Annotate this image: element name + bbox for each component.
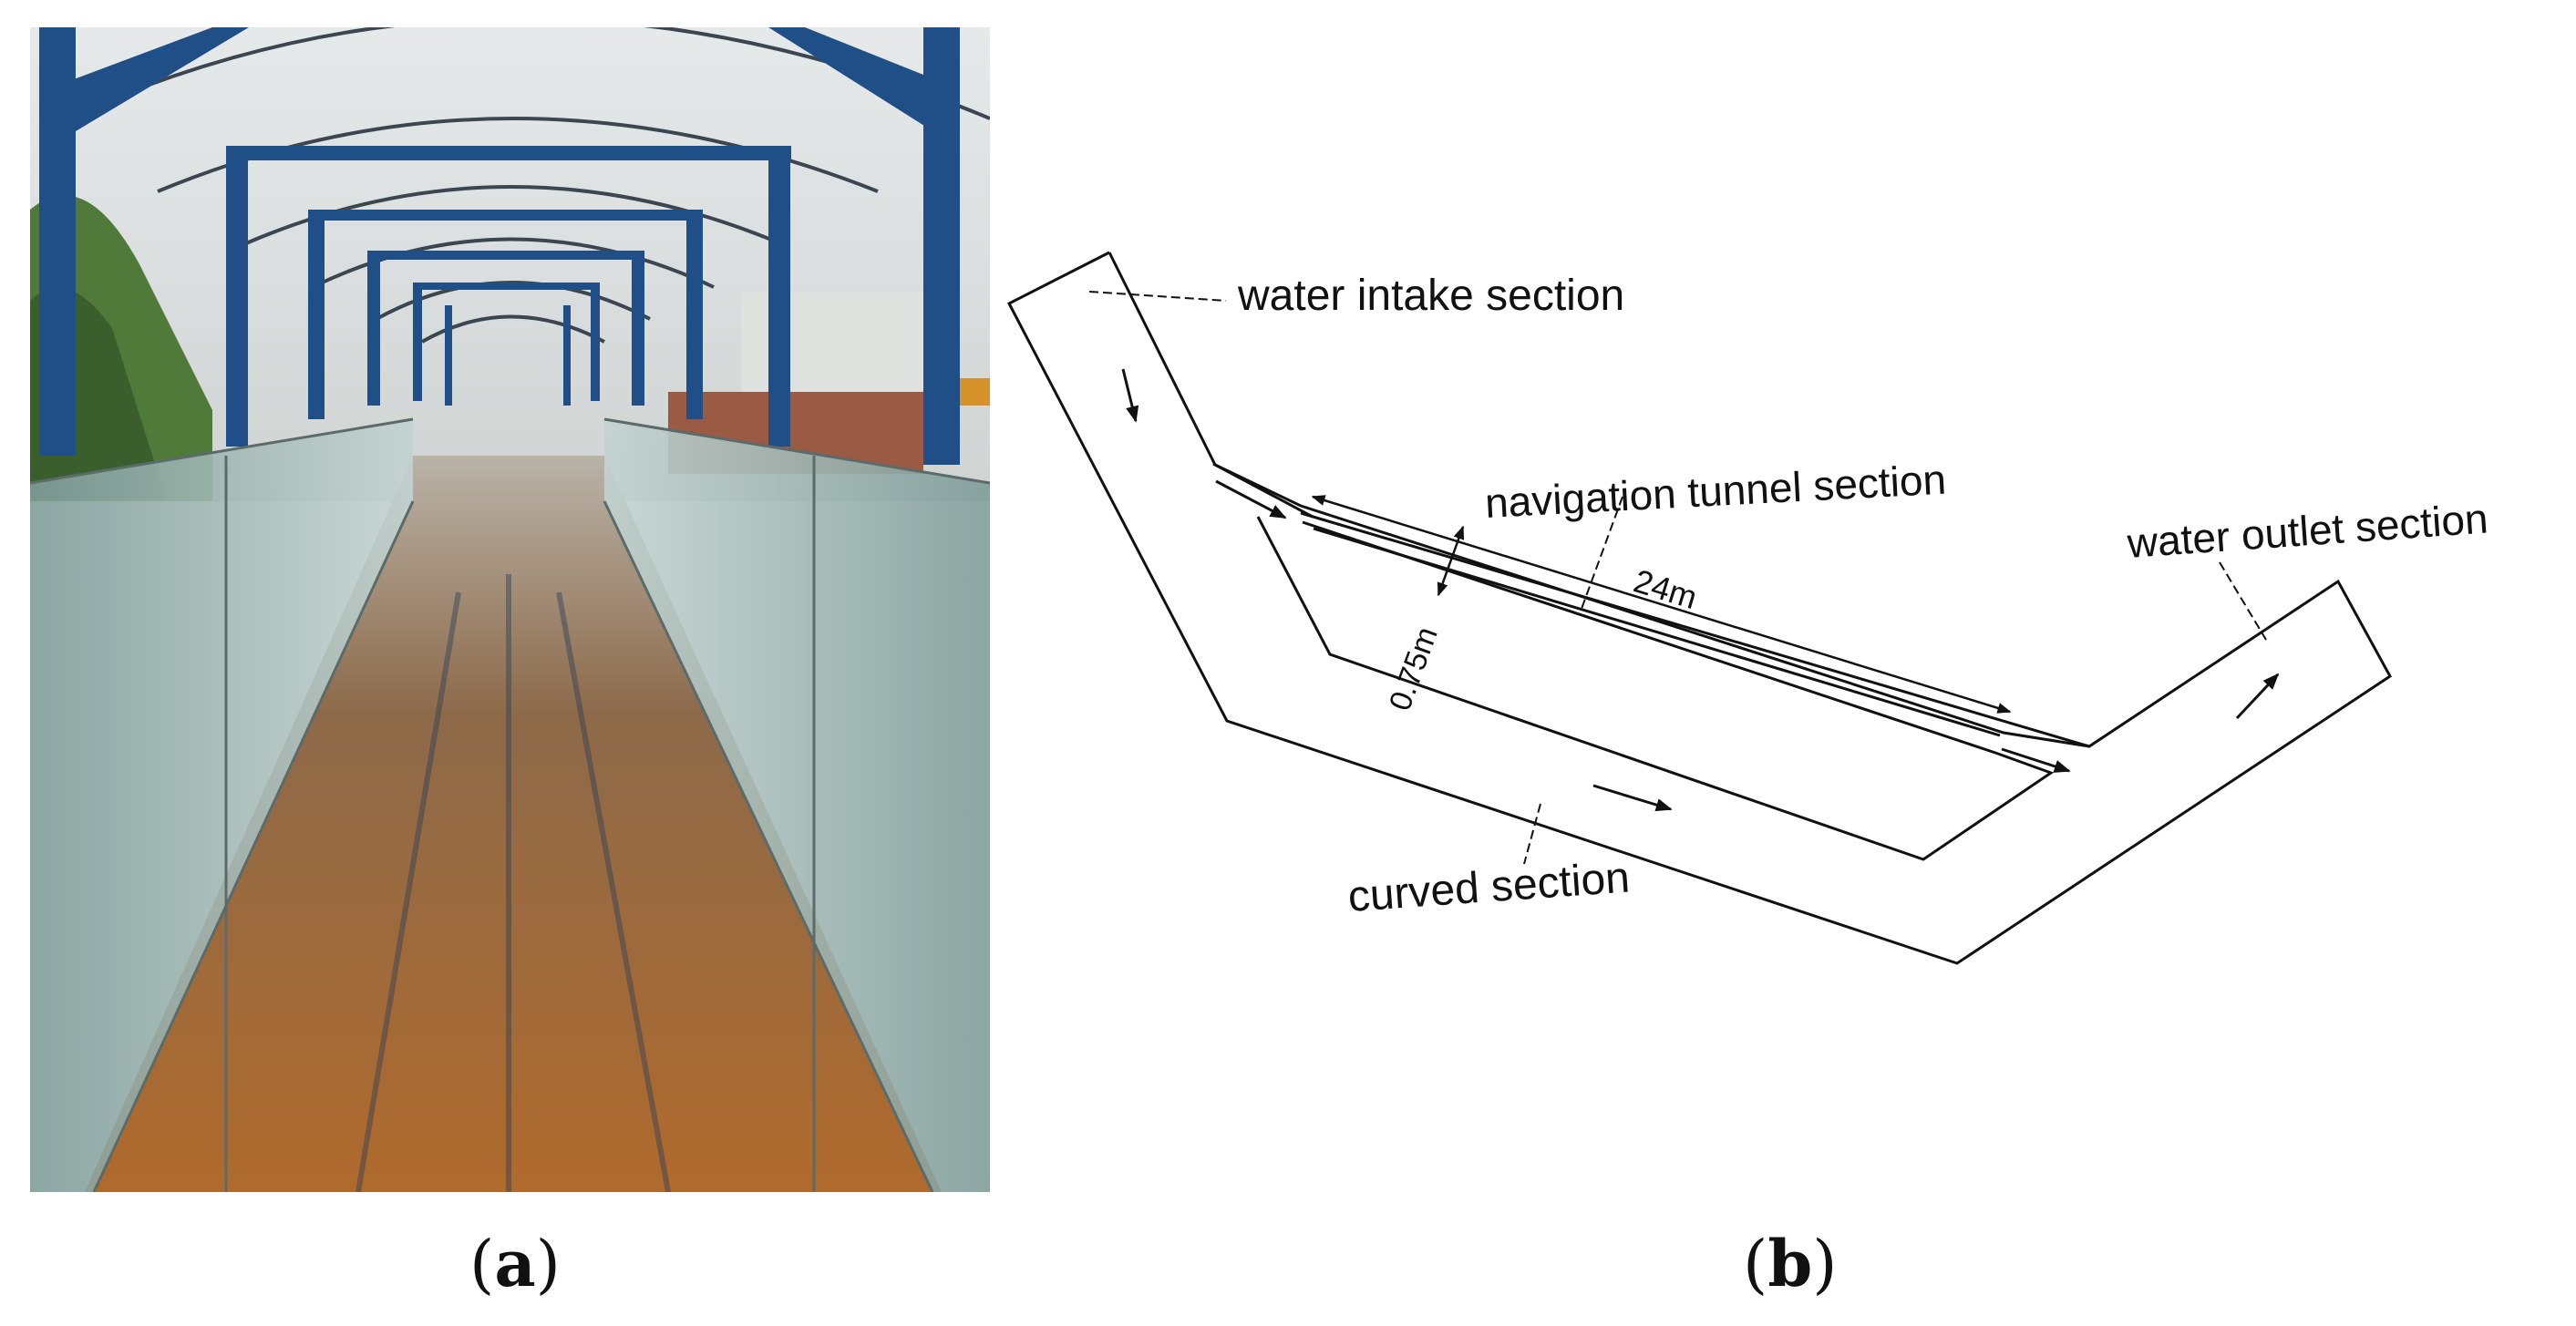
outer-channel-wall <box>1006 251 2392 965</box>
flow-arrow-outlet <box>2235 673 2280 720</box>
width-dimension-line <box>1437 525 1465 597</box>
flow-arrow-tunnel-exit <box>2001 747 2071 773</box>
label-water-intake: water intake section <box>1237 272 1624 320</box>
leader-water-outlet <box>2219 561 2267 641</box>
flume-schematic: water intake section navigation tunnel s… <box>1006 251 2489 965</box>
panel-label-a: (a) <box>469 1226 561 1301</box>
label-length-24m: 24m <box>1630 561 1702 616</box>
label-navigation-tunnel: navigation tunnel section <box>1484 456 1947 527</box>
glass-wall-left <box>30 419 413 1192</box>
steel-frame <box>39 27 960 465</box>
flume-photo <box>30 27 990 1192</box>
leader-curved <box>1523 803 1541 865</box>
panel-label-b: (b) <box>1743 1226 1838 1301</box>
water-surface <box>85 456 942 1192</box>
glass-edges <box>30 417 990 1192</box>
glass-wall-right <box>604 419 990 1192</box>
label-water-outlet: water outlet section <box>2125 494 2489 567</box>
flow-arrow-intake <box>1121 368 1139 423</box>
length-dimension-line <box>1311 495 2012 714</box>
label-width-075m: 0.75m <box>1383 622 1445 715</box>
leader-water-intake <box>1088 291 1227 302</box>
leader-navigation-tunnel <box>1581 496 1623 610</box>
label-curved: curved section <box>1346 854 1631 921</box>
flow-arrow-tunnel-entry <box>1215 479 1287 519</box>
flow-arrow-curved <box>1592 784 1673 812</box>
reflections <box>355 574 671 1192</box>
outer-top-wall <box>1108 252 1314 519</box>
